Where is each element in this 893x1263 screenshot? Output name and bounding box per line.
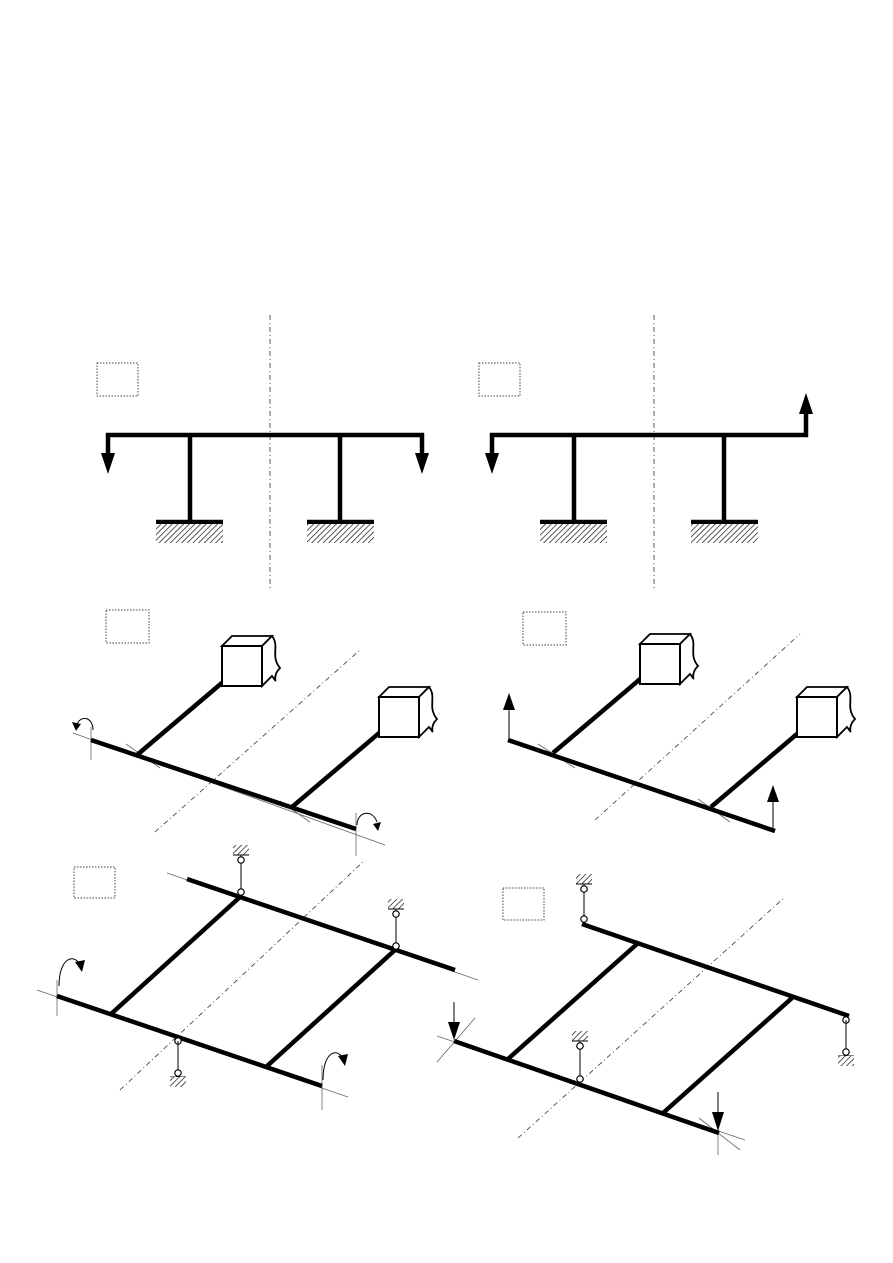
up-arrow-right-icon (799, 393, 813, 414)
down-arrow-left-icon (101, 453, 115, 474)
pin-support-back-right-icon (388, 899, 404, 950)
pin-support-back-right-icon (838, 1016, 854, 1066)
down-arrow-right-icon (712, 1112, 724, 1131)
end-mark-right (698, 1117, 741, 1151)
panel-2-label-box (478, 362, 521, 397)
panel-3 (72, 609, 439, 856)
back-beam (186, 876, 456, 973)
front-beam (56, 993, 323, 1089)
right-fixed-support-icon (691, 524, 758, 543)
panel-5-label-box (73, 866, 116, 899)
main-beam (90, 737, 357, 832)
cross-beam-right (661, 996, 794, 1115)
main-beam (507, 737, 776, 834)
left-fixed-support-icon (540, 524, 607, 543)
pin-support-back-left-icon (576, 874, 592, 923)
panel-3-label-box (105, 609, 150, 644)
symmetry-axis (517, 896, 786, 1139)
front-beam (453, 1038, 720, 1136)
wall-block-left-icon (219, 634, 282, 689)
cross-beam-left (109, 895, 242, 1016)
moment-arrow-left-icon (76, 717, 94, 731)
wall-block-right-icon (376, 685, 439, 740)
back-beam (581, 921, 850, 1019)
panel-2 (478, 315, 813, 590)
up-arrow-right-icon (767, 785, 779, 802)
left-fixed-support-icon (156, 524, 223, 543)
panel-6-label-box (502, 887, 545, 921)
pin-support-front-icon (170, 1037, 186, 1087)
down-arrow-right-icon (415, 453, 429, 474)
moment-arrowhead-right (338, 1054, 348, 1066)
panel-5 (36, 845, 479, 1110)
panel-1-label-box (96, 362, 139, 397)
right-fixed-support-icon (307, 524, 374, 543)
panel-4-label-box (522, 611, 567, 646)
moment-arrowhead-right (373, 822, 381, 831)
down-arrow-left-icon (485, 453, 499, 474)
pin-support-back-left-icon (233, 845, 249, 896)
symmetry-axis (154, 649, 361, 833)
moment-arrowhead-left (72, 722, 81, 731)
down-arrow-left-icon (448, 1022, 460, 1040)
pin-support-front-left-icon (572, 1031, 588, 1083)
cross-beam-left (506, 942, 639, 1061)
symmetry-axis (119, 859, 366, 1091)
moment-arrowhead-left (75, 960, 85, 972)
symmetry-axis (594, 633, 801, 821)
panel-4 (503, 611, 857, 834)
wall-block-right-icon (794, 685, 857, 740)
up-arrow-left-icon (503, 693, 515, 710)
wall-block-left-icon (637, 632, 700, 687)
panel-1 (96, 315, 429, 590)
moment-arrow-right-icon (356, 812, 378, 826)
cross-beam-right (264, 948, 397, 1069)
panel-6 (436, 874, 854, 1155)
